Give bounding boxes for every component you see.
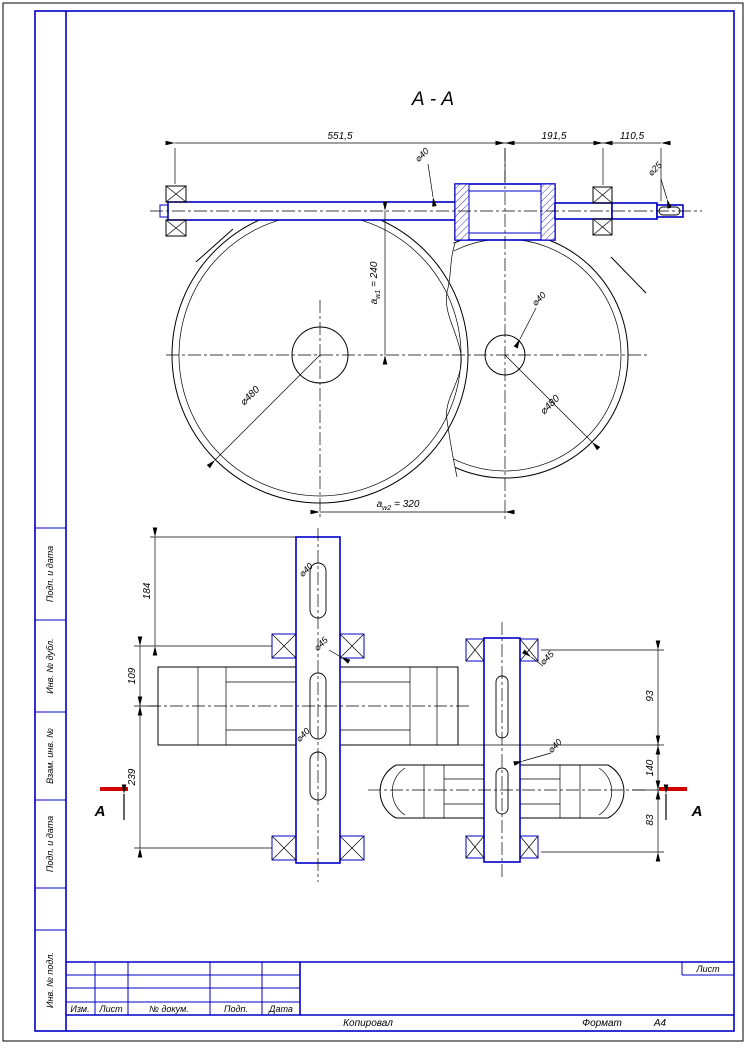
footer-format-value: А4 bbox=[653, 1018, 667, 1029]
left-shaft-bearing-top bbox=[271, 633, 365, 659]
titleblock-col-data: Дата bbox=[268, 1004, 293, 1014]
dia-right-shaft-label: ⌀40 bbox=[546, 737, 564, 755]
sidebar-label-inv-podl: Инв. № подл. bbox=[45, 952, 55, 1008]
center-distance-aw2: aw2= 320 bbox=[310, 499, 515, 515]
titleblock-col-podp: Подп. bbox=[224, 1004, 248, 1014]
section-letter-right: А bbox=[691, 803, 703, 820]
right-dimension-chain: 93 140 83 bbox=[458, 640, 664, 862]
dim-109: 109 bbox=[127, 667, 138, 684]
sidebar-attribute-column: Подп. и дата Инв. № дубл. Взам. инв. № П… bbox=[35, 527, 66, 1008]
title-block: Лист Изм. Лист № докум. Подп. Дата Копир… bbox=[66, 961, 734, 1029]
footer-format-label: Формат bbox=[582, 1018, 622, 1029]
dia-pinion-label: ⌀40 bbox=[413, 146, 431, 164]
titleblock-col-list: Лист bbox=[98, 1004, 123, 1014]
dia-output-end-label: ⌀25 bbox=[646, 159, 665, 178]
section-letter-left: А bbox=[94, 803, 106, 820]
dim-aw2: aw2= 320 bbox=[377, 499, 420, 512]
dim-aw1: aw1= 240 bbox=[369, 261, 382, 304]
section-view-title: А - А bbox=[411, 89, 454, 110]
sidebar-label-vzam-inv: Взам. инв. № bbox=[45, 728, 55, 784]
titleblock-col-dokum: № докум. bbox=[149, 1004, 189, 1014]
dim-83: 83 bbox=[645, 814, 656, 826]
titleblock-col-izm: Изм. bbox=[70, 1004, 89, 1014]
dim-1105: 110,5 bbox=[620, 131, 645, 142]
dia-right-wheel-label: ⌀480 bbox=[538, 393, 562, 417]
left-dimension-chain: 184 109 239 bbox=[127, 527, 296, 858]
housing-outline bbox=[195, 228, 647, 294]
top-dimension-chain: 551,5 191,5 110,5 bbox=[165, 131, 671, 201]
sidebar-label-inv-dubl: Инв. № дубл. bbox=[45, 638, 55, 693]
dim-184: 184 bbox=[142, 582, 153, 599]
sidebar-label-podp-i-data-1: Подп. и дата bbox=[45, 546, 55, 602]
section-cut-marks: А А bbox=[94, 784, 703, 820]
dia-right-hub-label: ⌀40 bbox=[530, 290, 548, 308]
dim-5515: 551,5 bbox=[327, 131, 352, 142]
titleblock-sheet-label: Лист bbox=[695, 964, 720, 974]
center-distance-aw1: aw1= 240 bbox=[369, 201, 388, 365]
section-view-a-a: А - А 551,5 191,5 110,5 bbox=[150, 89, 702, 520]
input-shaft-bearing-left bbox=[165, 185, 187, 237]
break-out-mask bbox=[380, 243, 461, 477]
centerlines-top-view bbox=[150, 148, 702, 520]
dim-1915: 191,5 bbox=[541, 131, 566, 142]
sidebar-label-podp-i-data-2: Подп. и дата bbox=[45, 816, 55, 872]
dim-93: 93 bbox=[645, 690, 656, 702]
right-shaft-bearing-bottom bbox=[465, 835, 539, 859]
input-shaft-bearing-right bbox=[592, 186, 613, 236]
centerlines-plan-view bbox=[148, 528, 648, 882]
plan-view: 184 109 239 93 140 83 ⌀40 ⌀45 ⌀40 ⌀45 bbox=[94, 527, 703, 882]
footer-copied-label: Копировал bbox=[343, 1018, 393, 1029]
dim-140: 140 bbox=[645, 759, 656, 776]
dim-239: 239 bbox=[127, 768, 138, 786]
dia-left-wheel-label: ⌀480 bbox=[238, 384, 262, 408]
